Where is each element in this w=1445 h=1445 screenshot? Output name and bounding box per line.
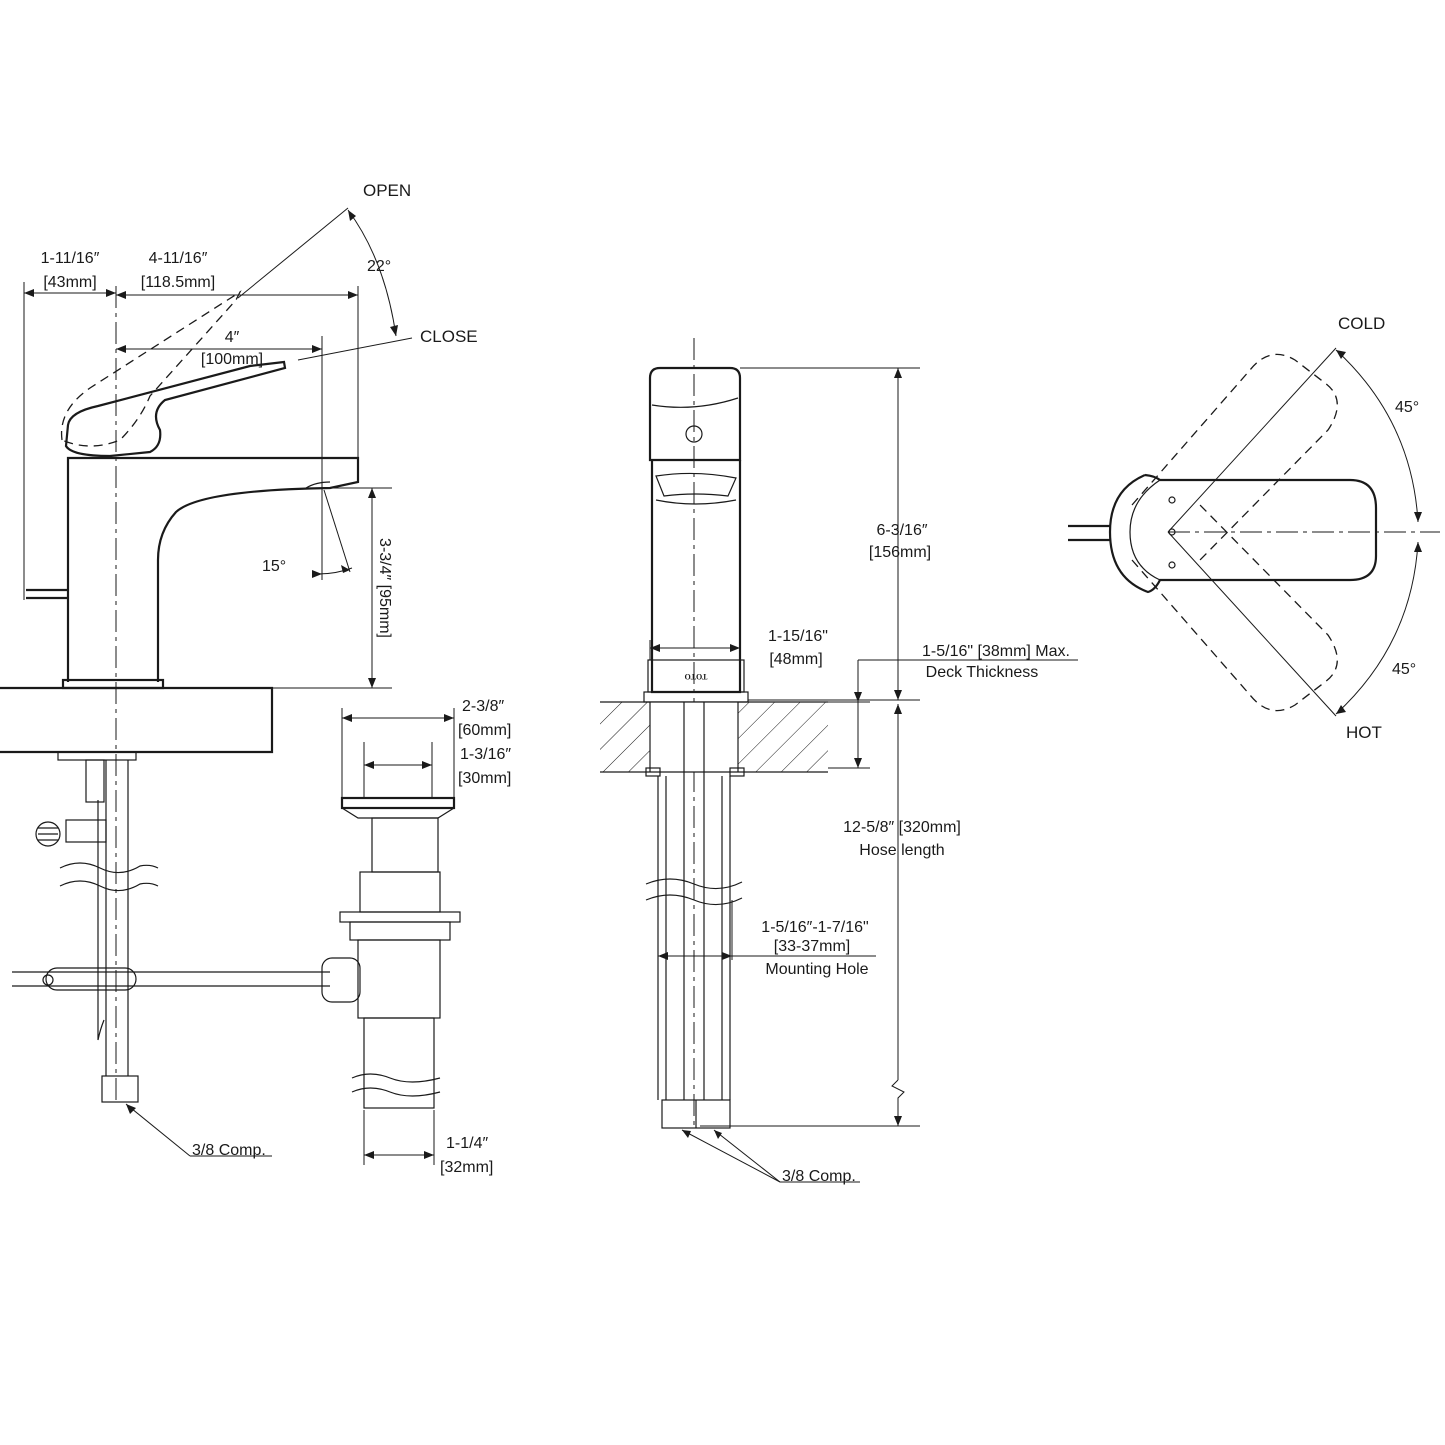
mount-stud: [85, 759, 105, 803]
drain-tailpiece: [363, 1017, 435, 1109]
drain-washer: [339, 911, 461, 923]
top-view: [1068, 347, 1440, 717]
open-label: OPEN: [363, 181, 411, 200]
rod-clamp: [65, 819, 107, 843]
drain-gasket: [349, 921, 451, 941]
drain-tee: [357, 939, 441, 1019]
rod-strap: [45, 967, 137, 991]
side-comp-label: 3/8 Comp.: [192, 1142, 266, 1159]
dim-deck-line1: 1-5/16" [38mm] Max.: [922, 643, 1070, 660]
handle-hot-dashed: [1131, 504, 1338, 712]
dim-100-metric: [100mm]: [201, 351, 263, 368]
front-comp-label: 3/8 Comp.: [782, 1168, 856, 1185]
lever-stub: [26, 588, 68, 600]
drain-body-upper: [371, 817, 439, 873]
front-view: [600, 338, 1078, 1183]
dim-30-imperial: 1-3/16″: [460, 746, 511, 763]
drain-view: [321, 708, 461, 1165]
aerator: [305, 481, 331, 489]
dim-156-metric: [156mm]: [869, 544, 931, 561]
dim-100-imperial: 4″: [225, 329, 240, 346]
dim-hole-line3: Mounting Hole: [765, 961, 868, 978]
countertop: [0, 686, 274, 754]
hot-label: HOT: [1346, 723, 1382, 742]
dim-32-imperial: 1-1/4″: [446, 1135, 488, 1152]
supply-hose-side: [105, 760, 129, 1076]
lever-stub-top: [1068, 524, 1110, 542]
dim-43-imperial: 1-11/16″: [41, 250, 100, 267]
pivot-rod: [12, 971, 330, 987]
handle-angle-label: 22°: [367, 258, 391, 275]
spout-opening: [655, 472, 737, 497]
drain-nut: [359, 871, 441, 913]
lift-rod: [97, 800, 105, 1041]
mount-nut: [57, 751, 137, 761]
break-lines-drain: [351, 1073, 441, 1097]
comp-fitting-side: [101, 1075, 139, 1103]
handle-closed: [64, 360, 287, 458]
dim-48-metric: [48mm]: [769, 651, 822, 668]
handle-open-dashed: [60, 290, 242, 447]
hot-angle-label: 45°: [1392, 661, 1416, 678]
clamp-screw: [35, 821, 61, 847]
close-label: CLOSE: [420, 327, 478, 346]
dim-hose-line1: 12-5/8″ [320mm]: [843, 819, 961, 836]
cold-label: COLD: [1338, 314, 1385, 333]
brand-mark: TOTO: [685, 672, 708, 681]
dim-118-imperial: 4-11/16″: [149, 250, 208, 267]
base-ring-front: [643, 691, 749, 703]
cold-angle-label: 45°: [1395, 399, 1419, 416]
faucet-base-ring: [61, 678, 165, 690]
dim-60-imperial: 2-3/8″: [462, 698, 504, 715]
handle-front: [648, 366, 742, 462]
faucet-body-front: [650, 460, 742, 694]
dim-hole-line2: [33-37mm]: [774, 938, 850, 955]
pivot-nut: [321, 957, 361, 1003]
dim-118-metric: [118.5mm]: [141, 274, 215, 291]
break-lines-side: [59, 862, 159, 892]
dim-spout-height: 3-3/4″ [95mm]: [376, 538, 393, 638]
dim-32-metric: [32mm]: [440, 1159, 493, 1176]
faucet-body-side: [66, 456, 360, 682]
dim-hole-line1: 1-5/16″-1-7/16": [761, 919, 868, 936]
dim-hose-line2: Hose length: [859, 842, 944, 859]
dim-60-metric: [60mm]: [458, 722, 511, 739]
handle-cold-dashed: [1131, 353, 1338, 561]
dim-deck-line2: Deck Thickness: [926, 664, 1039, 681]
side-view: [0, 207, 413, 1157]
drain-flange: [340, 796, 456, 810]
dim-43-metric: [43mm]: [43, 274, 96, 291]
dim-30-metric: [30mm]: [458, 770, 511, 787]
break-lines-front: [645, 878, 743, 906]
dim-48-imperial: 1-15/16": [768, 628, 828, 645]
spout-angle-label: 15°: [262, 558, 286, 575]
dim-156-imperial: 6-3/16″: [876, 522, 927, 539]
